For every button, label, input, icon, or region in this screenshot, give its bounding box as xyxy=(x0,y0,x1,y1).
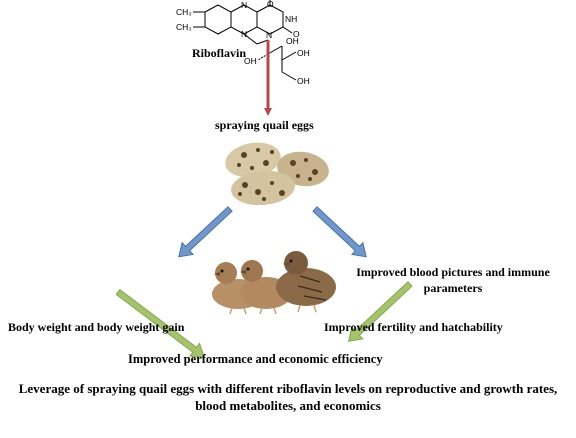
blood-immune-label: Improved blood pictures and immune param… xyxy=(356,265,550,295)
riboflavin-structure xyxy=(193,0,297,81)
hydroxyl-label-1: OH xyxy=(286,36,299,46)
nh-label: NH xyxy=(285,14,297,24)
oxo-label-top: O xyxy=(267,0,274,9)
nitrogen-label-ring: N xyxy=(266,30,272,40)
nitrogen-label-top: N xyxy=(241,0,247,10)
hydroxyl-label-3: OH xyxy=(297,48,310,58)
performance-label: Improved performance and economic effici… xyxy=(128,352,383,366)
fertility-label: Improved fertility and hatchability xyxy=(324,320,503,334)
abstract-title: Leverage of spraying quail eggs with dif… xyxy=(18,381,558,413)
spraying-step-label: spraying quail eggs xyxy=(215,118,314,132)
nitrogen-label-bottom: N xyxy=(241,29,247,39)
body-weight-label: Body weight and body weight gain xyxy=(8,320,185,334)
green-arrow-left xyxy=(115,288,205,358)
blue-arrow-left xyxy=(178,206,233,258)
methyl-label-bottom: CH₃ xyxy=(176,22,192,32)
blue-arrow-right xyxy=(312,206,367,258)
green-arrow-right xyxy=(347,281,413,342)
methyl-label-top: CH₃ xyxy=(176,7,192,17)
hydroxyl-label-2: OH xyxy=(244,56,257,66)
oxo-label-right: O xyxy=(293,29,300,39)
riboflavin-atom-labels: CH₃ CH₃ N N O NH O N OH OH OH OH xyxy=(176,0,310,86)
hydroxyl-label-4: OH xyxy=(297,76,310,86)
quail-eggs-image xyxy=(225,142,329,206)
compound-name: Riboflavin xyxy=(192,46,247,60)
quail-chicks-image xyxy=(212,251,336,315)
